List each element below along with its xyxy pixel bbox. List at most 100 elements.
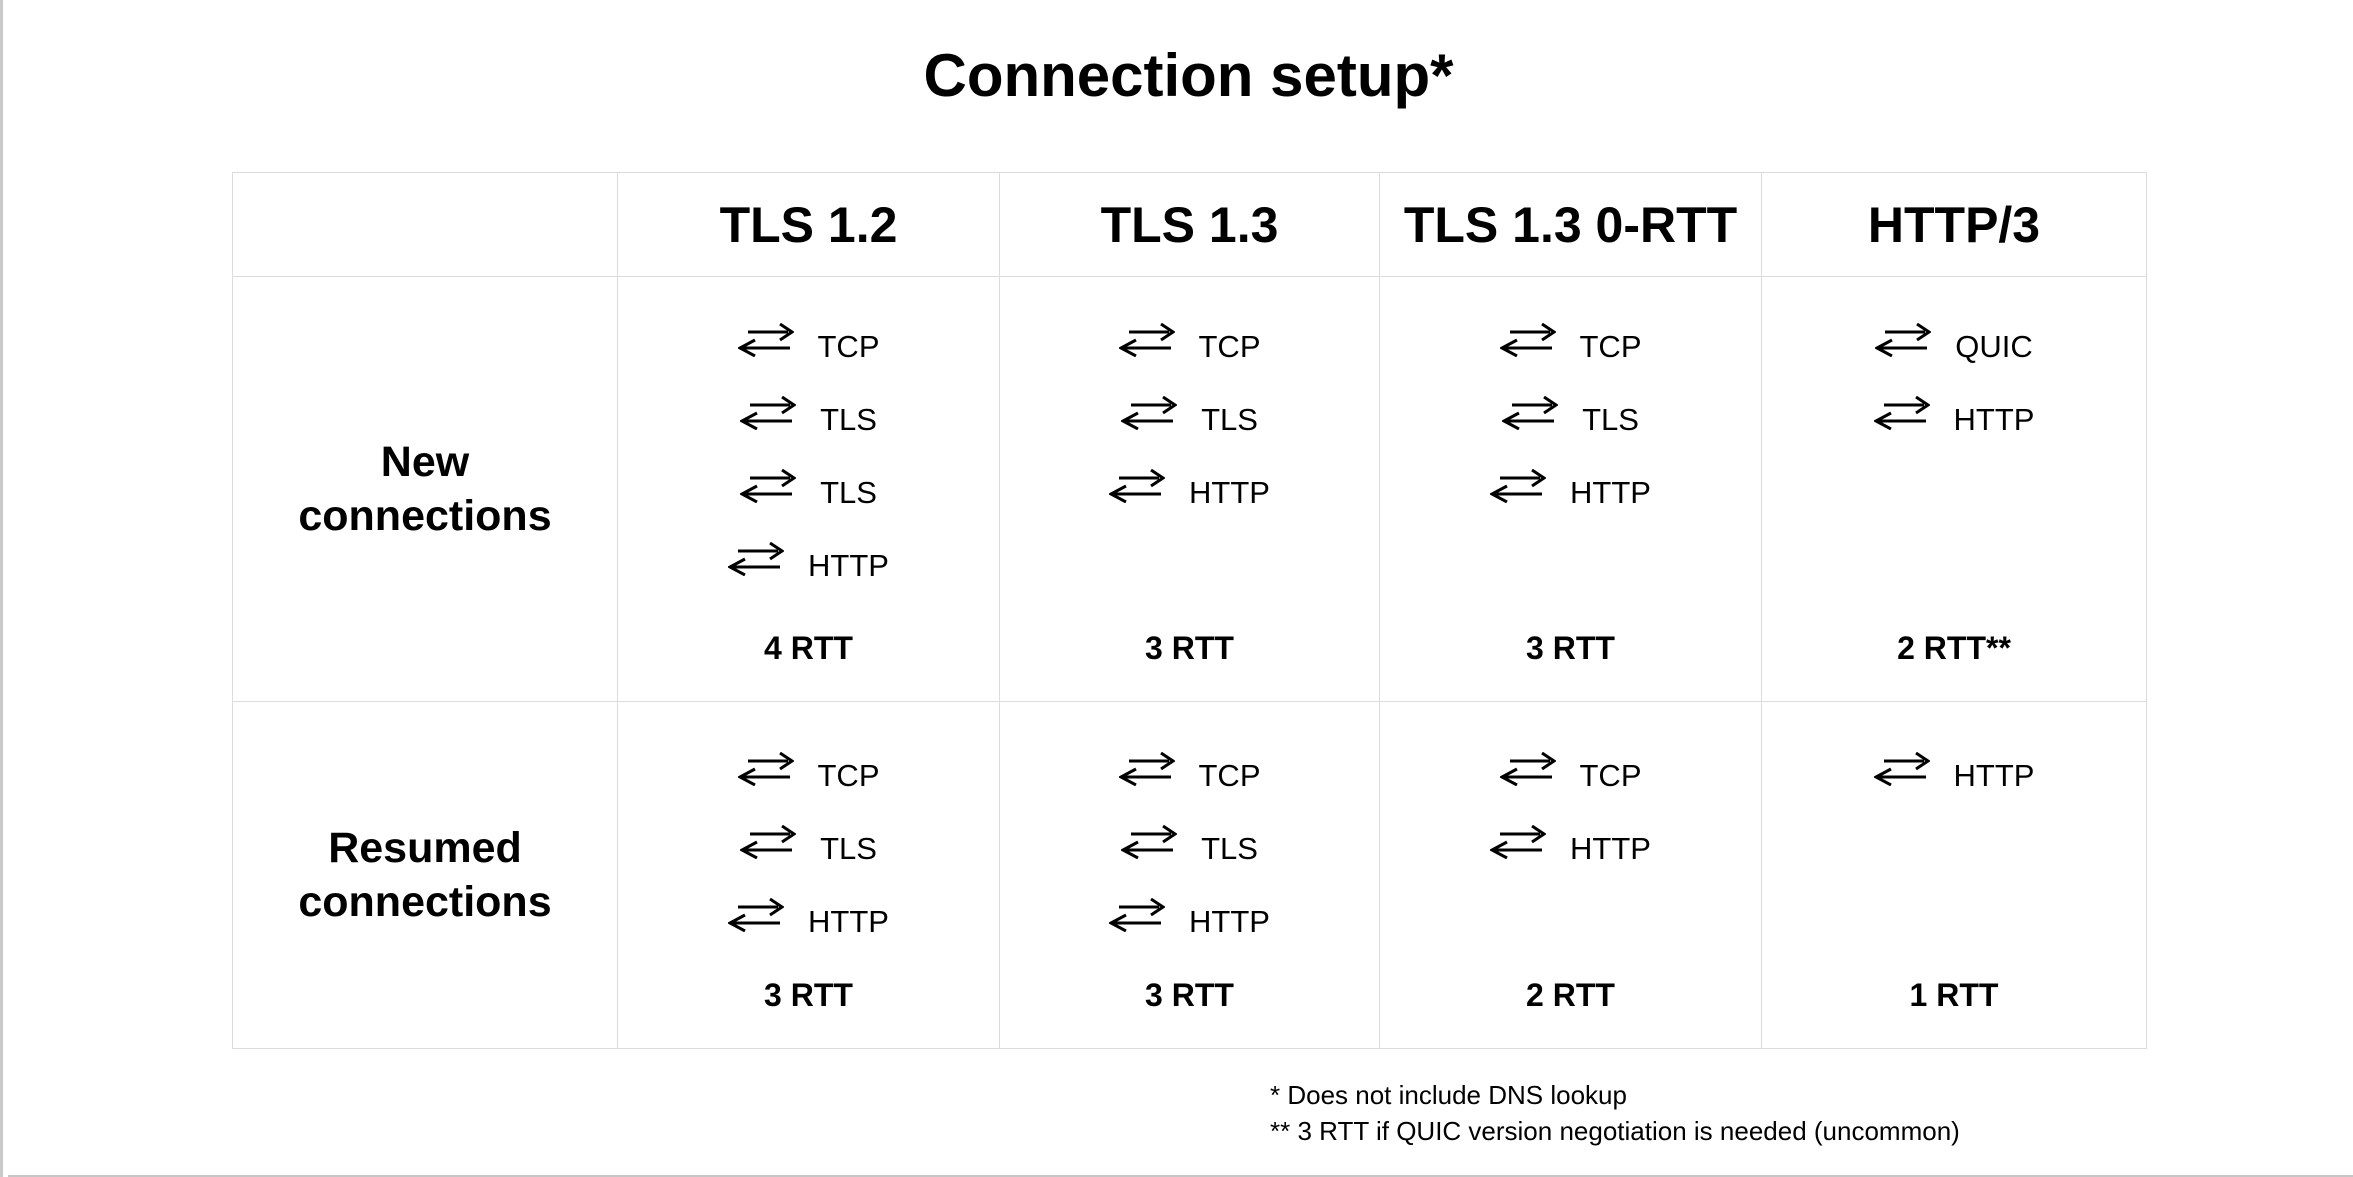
step-protocol-label: TCP — [1579, 757, 1642, 793]
round-trip-arrows-icon — [728, 541, 785, 576]
handshake-step: TCP — [618, 732, 999, 805]
rtt-total: 3 RTT — [764, 977, 853, 1013]
column-header-tls12: TLS 1.2 — [617, 173, 999, 276]
round-trip-arrows-icon — [1502, 395, 1559, 430]
handshake-step: HTTP — [1000, 878, 1379, 951]
handshake-steps: TCP TLS HTTP — [1000, 277, 1379, 522]
cell-resumed-tls13: TCP TLS HTTP 3 RTT — [999, 701, 1379, 1048]
cell-new-tls12: TCP TLS TLS HTTP 4 RTT — [617, 276, 999, 701]
row-label-text: New connections — [298, 438, 552, 540]
step-protocol-label: TCP — [817, 328, 880, 364]
cell-resumed-tls13-0rtt: TCP HTTP 2 RTT — [1379, 701, 1761, 1048]
step-protocol-label: TLS — [1582, 401, 1639, 437]
handshake-steps: QUIC HTTP — [1762, 277, 2146, 449]
handshake-step: TLS — [618, 805, 999, 878]
round-trip-arrows-icon — [1118, 322, 1175, 357]
step-protocol-label: HTTP — [1953, 401, 2035, 437]
rtt-total: 2 RTT** — [1897, 630, 2011, 666]
handshake-step: TLS — [1380, 376, 1761, 449]
round-trip-arrows-icon — [1490, 824, 1547, 859]
step-protocol-label: QUIC — [1955, 328, 2033, 364]
rtt-total: 3 RTT — [1145, 977, 1234, 1013]
handshake-step: TLS — [618, 449, 999, 522]
round-trip-arrows-icon — [1873, 751, 1930, 786]
connection-setup-table: TLS 1.2 TLS 1.3 TLS 1.3 0-RTT HTTP/3 New… — [232, 172, 2147, 1049]
round-trip-arrows-icon — [737, 322, 794, 357]
round-trip-arrows-icon — [740, 395, 797, 430]
step-protocol-label: TCP — [1198, 328, 1261, 364]
handshake-steps: TCP TLS TLS HTTP — [618, 277, 999, 595]
column-header-tls13: TLS 1.3 — [999, 173, 1379, 276]
round-trip-arrows-icon — [1873, 395, 1930, 430]
round-trip-arrows-icon — [1875, 322, 1932, 357]
step-protocol-label: HTTP — [1570, 474, 1651, 510]
cell-new-tls13-0rtt: TCP TLS HTTP 3 RTT — [1379, 276, 1761, 701]
handshake-step: TCP — [1000, 303, 1379, 376]
handshake-step: TCP — [1380, 303, 1761, 376]
rtt-total: 3 RTT — [1145, 630, 1234, 666]
step-protocol-label: HTTP — [1953, 757, 2035, 793]
round-trip-arrows-icon — [1490, 468, 1547, 503]
handshake-step: TCP — [1000, 732, 1379, 805]
handshake-step: TLS — [618, 376, 999, 449]
handshake-steps: TCP TLS HTTP — [1380, 277, 1761, 522]
footnotes: * Does not include DNS lookup ** 3 RTT i… — [1270, 1077, 1960, 1149]
handshake-steps: HTTP — [1762, 702, 2146, 805]
rtt-total: 1 RTT — [1909, 977, 1999, 1013]
rtt-total: 4 RTT — [764, 630, 853, 666]
step-protocol-label: TLS — [820, 401, 877, 437]
step-protocol-label: TCP — [1198, 757, 1261, 793]
slide-bottom-edge-line — [8, 1175, 2353, 1177]
handshake-step: HTTP — [1380, 449, 1761, 522]
step-protocol-label: TLS — [1201, 830, 1258, 866]
round-trip-arrows-icon — [1109, 468, 1166, 503]
handshake-step: QUIC — [1762, 303, 2146, 376]
cell-resumed-tls12: TCP TLS HTTP 3 RTT — [617, 701, 999, 1048]
handshake-step: TCP — [618, 303, 999, 376]
step-protocol-label: HTTP — [1570, 830, 1651, 866]
step-protocol-label: TCP — [1579, 328, 1642, 364]
round-trip-arrows-icon — [1121, 395, 1178, 430]
handshake-step: HTTP — [1380, 805, 1761, 878]
handshake-step: TLS — [1000, 376, 1379, 449]
cell-new-http3: QUIC HTTP 2 RTT** — [1761, 276, 2146, 701]
step-protocol-label: TLS — [820, 830, 877, 866]
step-protocol-label: TLS — [820, 474, 877, 510]
cell-resumed-http3: HTTP 1 RTT — [1761, 701, 2146, 1048]
step-protocol-label: TCP — [817, 757, 880, 793]
footnote-dns: * Does not include DNS lookup — [1270, 1080, 1627, 1110]
row-label-new-connections: New connections — [233, 276, 617, 701]
header-corner-cell — [233, 173, 617, 276]
handshake-step: TCP — [1380, 732, 1761, 805]
handshake-step: HTTP — [618, 878, 999, 951]
column-header-http3: HTTP/3 — [1761, 173, 2146, 276]
round-trip-arrows-icon — [1121, 824, 1178, 859]
footnote-quic-negotiation: ** 3 RTT if QUIC version negotiation is … — [1270, 1116, 1960, 1146]
round-trip-arrows-icon — [1499, 751, 1556, 786]
slide-left-edge-line — [0, 0, 3, 1177]
round-trip-arrows-icon — [1109, 897, 1166, 932]
rtt-total: 3 RTT — [1526, 630, 1615, 666]
round-trip-arrows-icon — [728, 897, 785, 932]
page-title: Connection setup* — [923, 42, 1454, 109]
step-protocol-label: HTTP — [1189, 474, 1270, 510]
handshake-steps: TCP HTTP — [1380, 702, 1761, 878]
handshake-steps: TCP TLS HTTP — [1000, 702, 1379, 951]
column-header-tls13-0rtt: TLS 1.3 0-RTT — [1379, 173, 1761, 276]
handshake-steps: TCP TLS HTTP — [618, 702, 999, 951]
round-trip-arrows-icon — [737, 751, 794, 786]
handshake-step: HTTP — [1762, 732, 2146, 805]
handshake-step: HTTP — [1762, 376, 2146, 449]
step-protocol-label: HTTP — [1189, 903, 1270, 939]
row-label-text: Resumed connections — [298, 824, 552, 926]
row-label-resumed-connections: Resumed connections — [233, 701, 617, 1048]
cell-new-tls13: TCP TLS HTTP 3 RTT — [999, 276, 1379, 701]
handshake-step: HTTP — [618, 522, 999, 595]
round-trip-arrows-icon — [1499, 322, 1556, 357]
round-trip-arrows-icon — [740, 468, 797, 503]
round-trip-arrows-icon — [1118, 751, 1175, 786]
step-protocol-label: HTTP — [808, 903, 889, 939]
step-protocol-label: TLS — [1201, 401, 1258, 437]
rtt-total: 2 RTT — [1526, 977, 1615, 1013]
handshake-step: TLS — [1000, 805, 1379, 878]
